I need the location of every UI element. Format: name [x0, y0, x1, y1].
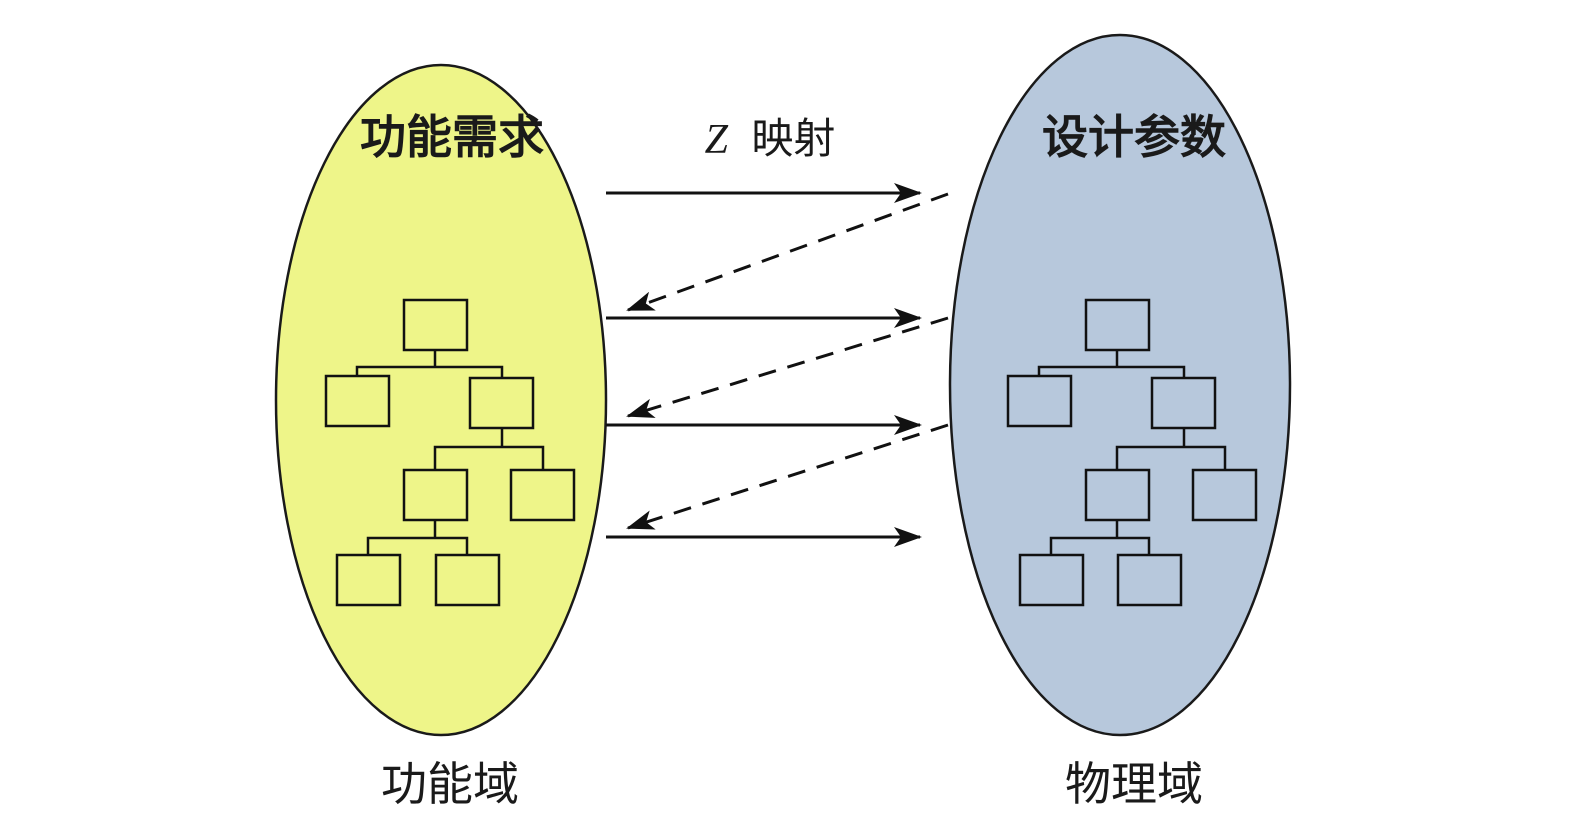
fr-bracket-level1 — [355, 365, 504, 378]
physical-domain-ellipse — [948, 33, 1292, 737]
fr-node-2-2 — [509, 468, 576, 522]
mapping-text: 映射 — [751, 114, 835, 163]
dp-node-2-2 — [1191, 468, 1258, 522]
functional-hierarchy-tree — [324, 298, 576, 607]
forward-mapping-arrows — [606, 183, 922, 547]
functional-requirements-title: 功能需求 — [360, 110, 544, 164]
dp-node-1-1 — [1006, 374, 1073, 428]
physical-domain-label: 物理域 — [1065, 757, 1203, 811]
design-parameters-title: 设计参数 — [1042, 110, 1226, 164]
return-arrow-1 — [626, 192, 949, 312]
return-arrow-2 — [626, 316, 949, 418]
fr-bracket-level3 — [366, 536, 469, 555]
z-symbol: Z — [705, 117, 729, 163]
physical-hierarchy-tree — [1006, 298, 1258, 607]
functional-domain-ellipse — [274, 63, 608, 737]
fr-bracket-level2 — [433, 445, 545, 470]
fr-node-3-2 — [434, 553, 501, 607]
dp-node-3-2 — [1116, 553, 1183, 607]
zigzag-return-arrows — [626, 192, 949, 530]
dp-node-3-1 — [1018, 553, 1085, 607]
dp-bracket-level2 — [1115, 445, 1227, 470]
z-mapping-label: Z 映射 — [705, 114, 836, 163]
fr-node-3-1 — [335, 553, 402, 607]
fr-node-1-1 — [324, 374, 391, 428]
dp-bracket-level1 — [1037, 365, 1186, 378]
dp-bracket-level3 — [1049, 536, 1151, 555]
return-arrow-3 — [626, 423, 949, 530]
functional-domain-label: 功能域 — [381, 757, 519, 811]
